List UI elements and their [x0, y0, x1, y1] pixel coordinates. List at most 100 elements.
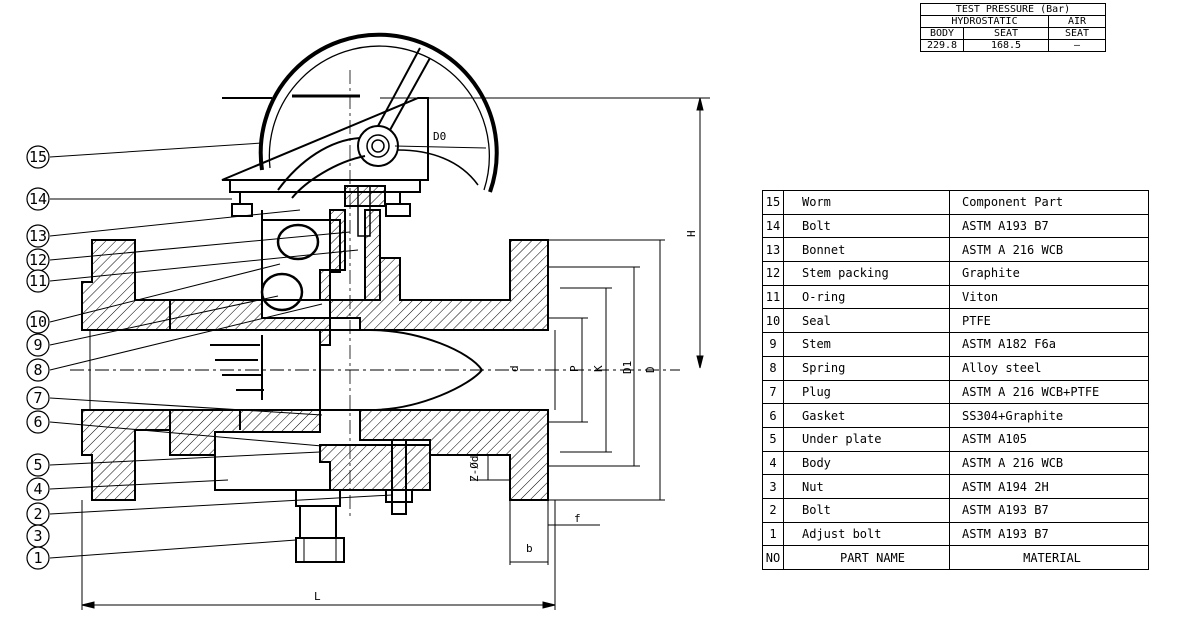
- part-name: Adjust bolt: [783, 521, 950, 547]
- balloons: [49, 142, 393, 559]
- part-no: 1: [762, 521, 784, 547]
- hydrostatic-header: HYDROSTATIC: [920, 15, 1049, 28]
- balloon-10: 10: [29, 313, 47, 331]
- header-material: MATERIAL: [949, 545, 1149, 570]
- part-no: 15: [762, 190, 784, 215]
- part-no: 9: [762, 332, 784, 357]
- part-name: Spring: [783, 355, 950, 381]
- part-material: Component Part: [949, 190, 1149, 215]
- part-no: 8: [762, 355, 784, 381]
- balloon-labels: 15 14 13 12 11 10 9 8 7 6 5 4 2 3 1: [29, 148, 47, 567]
- part-name: Body: [783, 450, 950, 476]
- gearbox: [221, 94, 429, 237]
- part-name: Bolt: [783, 497, 950, 523]
- dim-K: K: [592, 365, 605, 372]
- part-name: Seal: [783, 308, 950, 334]
- part-material: SS304+Graphite: [949, 403, 1149, 428]
- part-no: 3: [762, 474, 784, 499]
- body-header: BODY: [920, 27, 964, 40]
- part-no: 6: [762, 403, 784, 428]
- parts-list-header: NO PART NAME MATERIAL: [762, 545, 1149, 570]
- part-material: ASTM A194 2H: [949, 474, 1149, 499]
- dim-L: L: [314, 590, 321, 603]
- balloon-circles: [26, 145, 50, 570]
- balloon-8: 8: [33, 361, 42, 379]
- part-name: Bonnet: [783, 237, 950, 263]
- air-seat-pressure-value: –: [1048, 39, 1106, 52]
- seat-header: SEAT: [963, 27, 1049, 40]
- handwheel: [258, 32, 499, 199]
- balloon-6: 6: [33, 413, 42, 431]
- part-material: ASTM A 216 WCB: [949, 450, 1149, 476]
- part-name: Bolt: [783, 213, 950, 239]
- part-material: ASTM A193 B7: [949, 521, 1149, 547]
- dim-P: P: [568, 365, 581, 372]
- part-material: Graphite: [949, 261, 1149, 286]
- body-pressure-value: 229.8: [920, 39, 964, 52]
- seat-pressure-value: 168.5: [963, 39, 1049, 52]
- part-name: Gasket: [783, 403, 950, 428]
- dim-f: f: [574, 512, 581, 525]
- balloon-9: 9: [33, 336, 42, 354]
- balloon-13: 13: [29, 227, 47, 245]
- part-no: 4: [762, 450, 784, 476]
- part-no: 11: [762, 284, 784, 310]
- dim-D1: D1: [621, 361, 634, 374]
- dimension-labels: D0 H d P K D1 D Z-Ød f b L: [314, 130, 698, 603]
- part-name: Stem: [783, 332, 950, 357]
- part-material: ASTM A193 B7: [949, 213, 1149, 239]
- balloon-11: 11: [29, 272, 47, 290]
- part-no: 2: [762, 497, 784, 523]
- balloon-1: 1: [33, 549, 42, 567]
- balloon-14: 14: [29, 190, 47, 208]
- test-pressure-title: TEST PRESSURE (Bar): [920, 3, 1106, 16]
- part-name: Plug: [783, 379, 950, 405]
- part-name: Worm: [783, 190, 950, 215]
- part-name: Nut: [783, 474, 950, 499]
- part-material: PTFE: [949, 308, 1149, 334]
- valve-body: [70, 70, 680, 520]
- part-material: ASTM A105: [949, 426, 1149, 452]
- dim-b: b: [526, 542, 533, 555]
- balloon-12: 12: [29, 251, 47, 269]
- part-material: ASTM A193 B7: [949, 497, 1149, 523]
- air-header: AIR: [1048, 15, 1106, 28]
- dimension-lines: [81, 97, 710, 610]
- part-name: Stem packing: [783, 261, 950, 286]
- balloon-3: 3: [33, 527, 42, 545]
- test-pressure-table: TEST PRESSURE (Bar) HYDROSTATIC AIR BODY…: [920, 3, 1106, 52]
- part-material: ASTM A182 F6a: [949, 332, 1149, 357]
- air-seat-header: SEAT: [1048, 27, 1106, 40]
- bonnet: [260, 209, 381, 312]
- part-no: 10: [762, 308, 784, 334]
- header-no: NO: [762, 545, 784, 570]
- dim-D0: D0: [433, 130, 446, 143]
- header-part-name: PART NAME: [783, 545, 950, 570]
- dim-d: d: [508, 365, 521, 372]
- part-no: 7: [762, 379, 784, 405]
- part-material: Alloy steel: [949, 355, 1149, 381]
- part-material: ASTM A 216 WCB+PTFE: [949, 379, 1149, 405]
- balloon-7: 7: [33, 389, 42, 407]
- balloon-4: 4: [33, 480, 42, 498]
- balloon-5: 5: [33, 456, 42, 474]
- balloon-2: 2: [33, 505, 42, 523]
- balloon-15: 15: [29, 148, 47, 166]
- part-no: 14: [762, 213, 784, 239]
